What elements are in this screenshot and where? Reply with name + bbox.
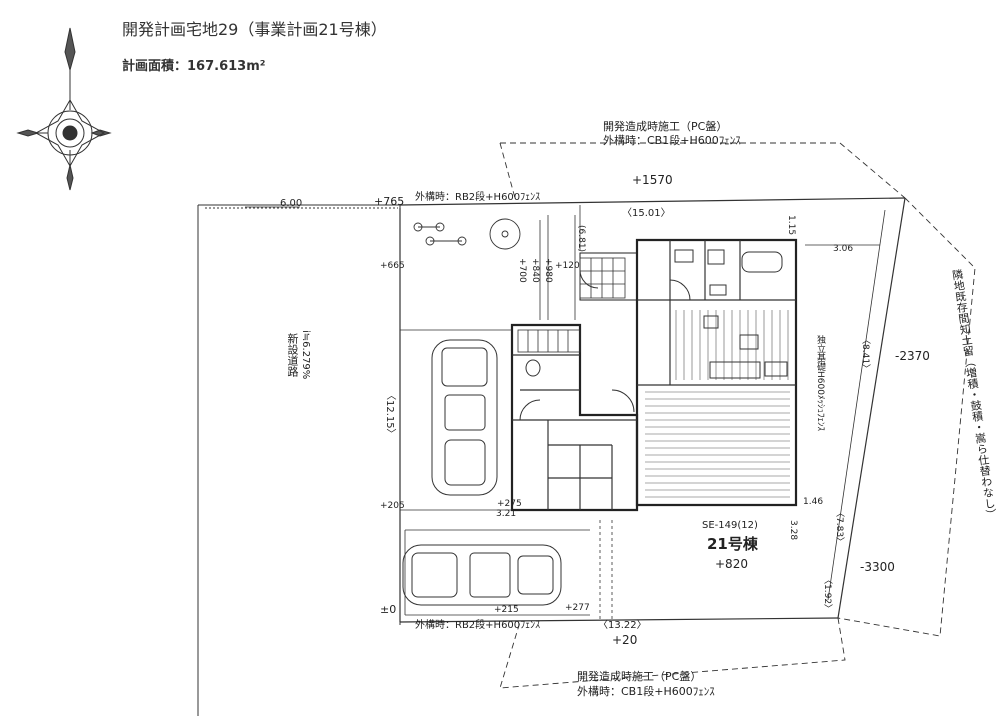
road-grade: i≒6.279%	[300, 330, 311, 380]
dimension-681: (6.81)	[576, 225, 586, 253]
dimension-840: +840	[530, 258, 540, 283]
parked-car-horizontal-icon	[402, 544, 562, 606]
approach-path	[539, 205, 613, 620]
elevation-minus-3300: -3300	[860, 560, 895, 574]
tree-icon	[489, 218, 521, 250]
road-name: 新設道路	[286, 333, 299, 377]
fixtures	[519, 249, 788, 421]
elevation-20: +20	[612, 633, 638, 647]
plan-area: 計画面積：167.613m²	[122, 59, 266, 74]
top-note-2: 外構時：CB1段+H600ﾌｪﾝｽ	[603, 134, 741, 147]
road-outline	[197, 204, 401, 716]
bicycle-icon	[413, 222, 467, 246]
kitchen-floor-hatch	[675, 310, 789, 380]
dimension-146: 1.46	[803, 497, 824, 507]
dimension-328: 3.28	[788, 520, 798, 541]
stairs	[517, 257, 626, 353]
dimension-306: 3.06	[833, 244, 854, 254]
dimension-700: +700	[517, 258, 527, 283]
interior-walls	[512, 240, 796, 510]
elevation-205: +205	[380, 501, 405, 511]
elevation-minus-2370: -2370	[895, 349, 930, 363]
page-title: 開発計画宅地29（事業計画21号棟）	[122, 20, 387, 39]
dimension-783: 〈7.83〉	[834, 508, 844, 547]
plan-code: SE-149(12)	[702, 520, 758, 531]
elevation-820: +820	[715, 557, 748, 571]
dimension-980: +980	[543, 258, 553, 283]
elevation-1570: +1570	[632, 173, 673, 187]
dimension-841: 〈8.41〉	[860, 335, 870, 374]
bottom-note-1: 開発造成時施工（PC盤）	[577, 670, 702, 683]
elevation-275: +275	[497, 499, 522, 509]
elevation-0: ±0	[380, 603, 397, 616]
building-number: 21号棟	[707, 535, 758, 553]
fence-bottom-note: 外構時：RB2段+H600ﾌｪﾝｽ	[415, 620, 541, 631]
dimension-bottom: 〈13.22〉	[598, 620, 647, 631]
elevation-277: +277	[565, 603, 590, 613]
bottom-note-2: 外構時：CB1段+H600ﾌｪﾝｽ	[577, 685, 715, 698]
dimension-top: 〈15.01〉	[622, 208, 671, 219]
house-footprint	[510, 238, 798, 512]
elevation-215: +215	[494, 605, 519, 615]
north-arrow-icon	[16, 27, 112, 191]
ldk-floor-hatch	[645, 384, 790, 498]
dimension-120: +120	[555, 261, 580, 271]
road-width-label: 6.00	[280, 198, 303, 209]
dimension-321: 3.21	[496, 509, 517, 519]
right-dimension-line	[805, 209, 886, 601]
development-dashed-boundaries	[499, 142, 976, 689]
elevation-765: +765	[374, 195, 405, 208]
parking-frames	[400, 329, 590, 616]
dimension-192: 〈1.92〉	[822, 575, 832, 614]
right-fence-note: 独立基礎H600ﾒｯｼｭﾌｪﾝｽ	[815, 335, 825, 431]
fence-top-note: 外構時：RB2段+H600ﾌｪﾝｽ	[415, 192, 541, 203]
elevation-665: +665	[380, 261, 405, 271]
dimension-left: 〈12.15〉	[384, 390, 395, 439]
parked-car-vertical-icon	[431, 339, 498, 496]
site-boundary	[399, 197, 906, 623]
top-note-1: 開発造成時施工（PC盤）	[603, 120, 728, 133]
dimension-115: 1.15	[786, 215, 796, 236]
